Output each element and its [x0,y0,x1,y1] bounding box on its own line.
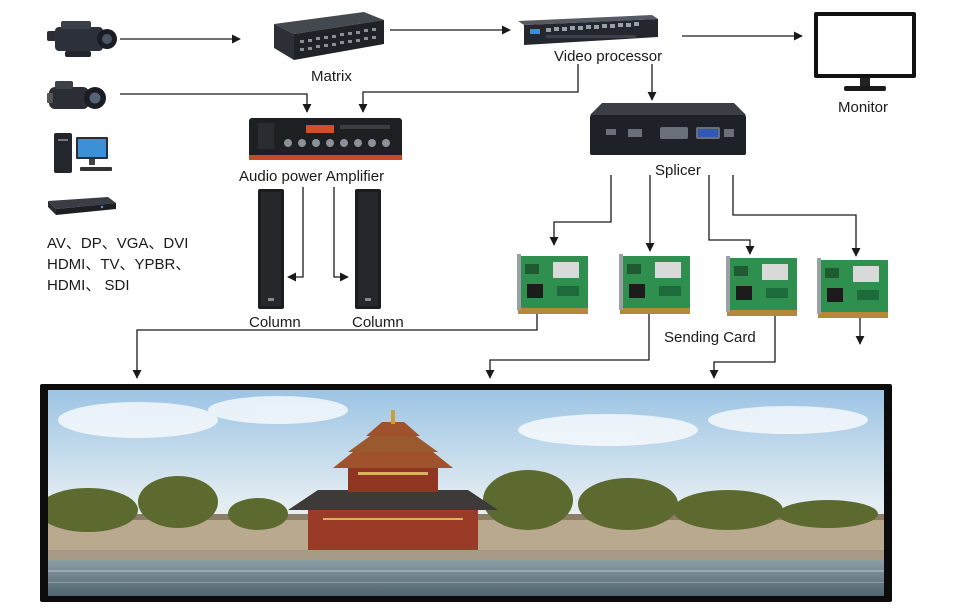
video-processor-label: Video processor [554,48,663,65]
arrow-splicer-to-card1 [549,175,612,246]
desktop-computer-icon [54,133,112,173]
led-display-icon [40,384,892,602]
pro-camcorder-icon [47,21,117,57]
sending-card-icon [817,258,888,318]
arrow-amplifier-to-right-column [333,187,349,282]
source-line: AV、DP、VGA、DVI [47,235,189,252]
sending-card-icon [619,254,690,314]
column-speaker-icon [258,189,284,309]
matrix-switcher-icon [274,12,384,60]
column-speaker-icon [355,189,381,309]
media-player-icon [48,197,116,215]
splicer-icon [590,103,746,155]
monitor-label: Monitor [838,99,889,116]
arrow-card2-to-screen [485,314,650,379]
source-line: HDMI、TV、YPBR、 [47,256,191,273]
video-processor-icon [518,15,658,45]
arrow-processor-to-amplifier [358,64,579,113]
column-left-label: Column [249,314,301,331]
sending-card-icon [726,256,797,316]
arrow-splicer-to-card4 [732,175,861,257]
audio-amplifier-label: Audio power Amplifier [239,168,385,185]
arrow-card1-to-screen [132,314,538,379]
sending-card-label: Sending Card [664,329,756,346]
arrow-amplifier-to-left-column [287,187,304,282]
column-right-label: Column [352,314,404,331]
input-source-list: AV、DP、VGA、DVI HDMI、TV、YPBR、 HDMI、 SDI [47,233,190,296]
arrow-camcorder-to-amplifier [120,93,312,113]
splicer-label: Splicer [655,162,701,179]
matrix-label: Matrix [311,68,352,85]
sending-card-icon [517,254,588,314]
arrow-card3-to-screen [709,314,776,379]
handheld-camcorder-icon [47,81,106,109]
monitor-icon [814,12,916,91]
source-line: HDMI、 SDI [47,277,130,294]
arrow-splicer-to-card3 [708,175,755,255]
led-display-content [48,390,884,596]
audio-amplifier-icon [249,118,402,160]
